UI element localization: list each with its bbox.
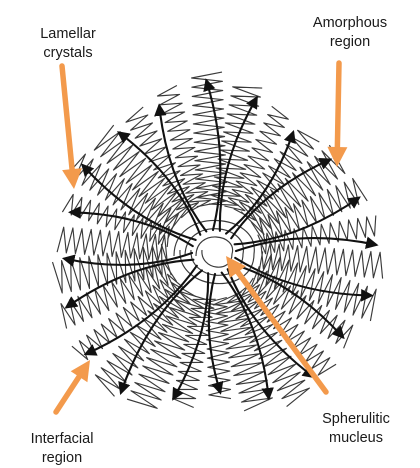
label-amorphous-line1: Amorphous [286,14,414,33]
lamella-band [209,87,262,206]
label-lamellar-crystals: Lamellar crystals [8,25,128,63]
growth-arrow [86,266,197,354]
label-lamellar-line1: Lamellar [8,25,128,44]
label-amorphous-line2: region [286,33,414,52]
lamellar-folds [53,72,383,411]
pointer-lamellar-crystals [62,66,82,189]
label-nucleus-line2: mucleus [292,429,420,448]
label-lamellar-line2: crystals [8,44,128,63]
label-interfacial-line2: region [0,449,124,468]
label-amorphous-region: Amorphous region [286,14,414,52]
label-interfacial-line1: Interfacial [0,430,124,449]
lamella-band [258,216,376,254]
pointer-amorphous-region [327,63,347,167]
lamella-band [224,106,288,210]
label-nucleus-line1: Spherulitic [292,410,420,429]
label-spherulitic-nucleus: Spherulitic mucleus [292,410,420,448]
label-interfacial-region: Interfacial region [0,430,124,468]
lamella-band [251,179,367,245]
nucleus-fold [196,237,233,267]
pointer-interfacial-region [56,360,90,412]
